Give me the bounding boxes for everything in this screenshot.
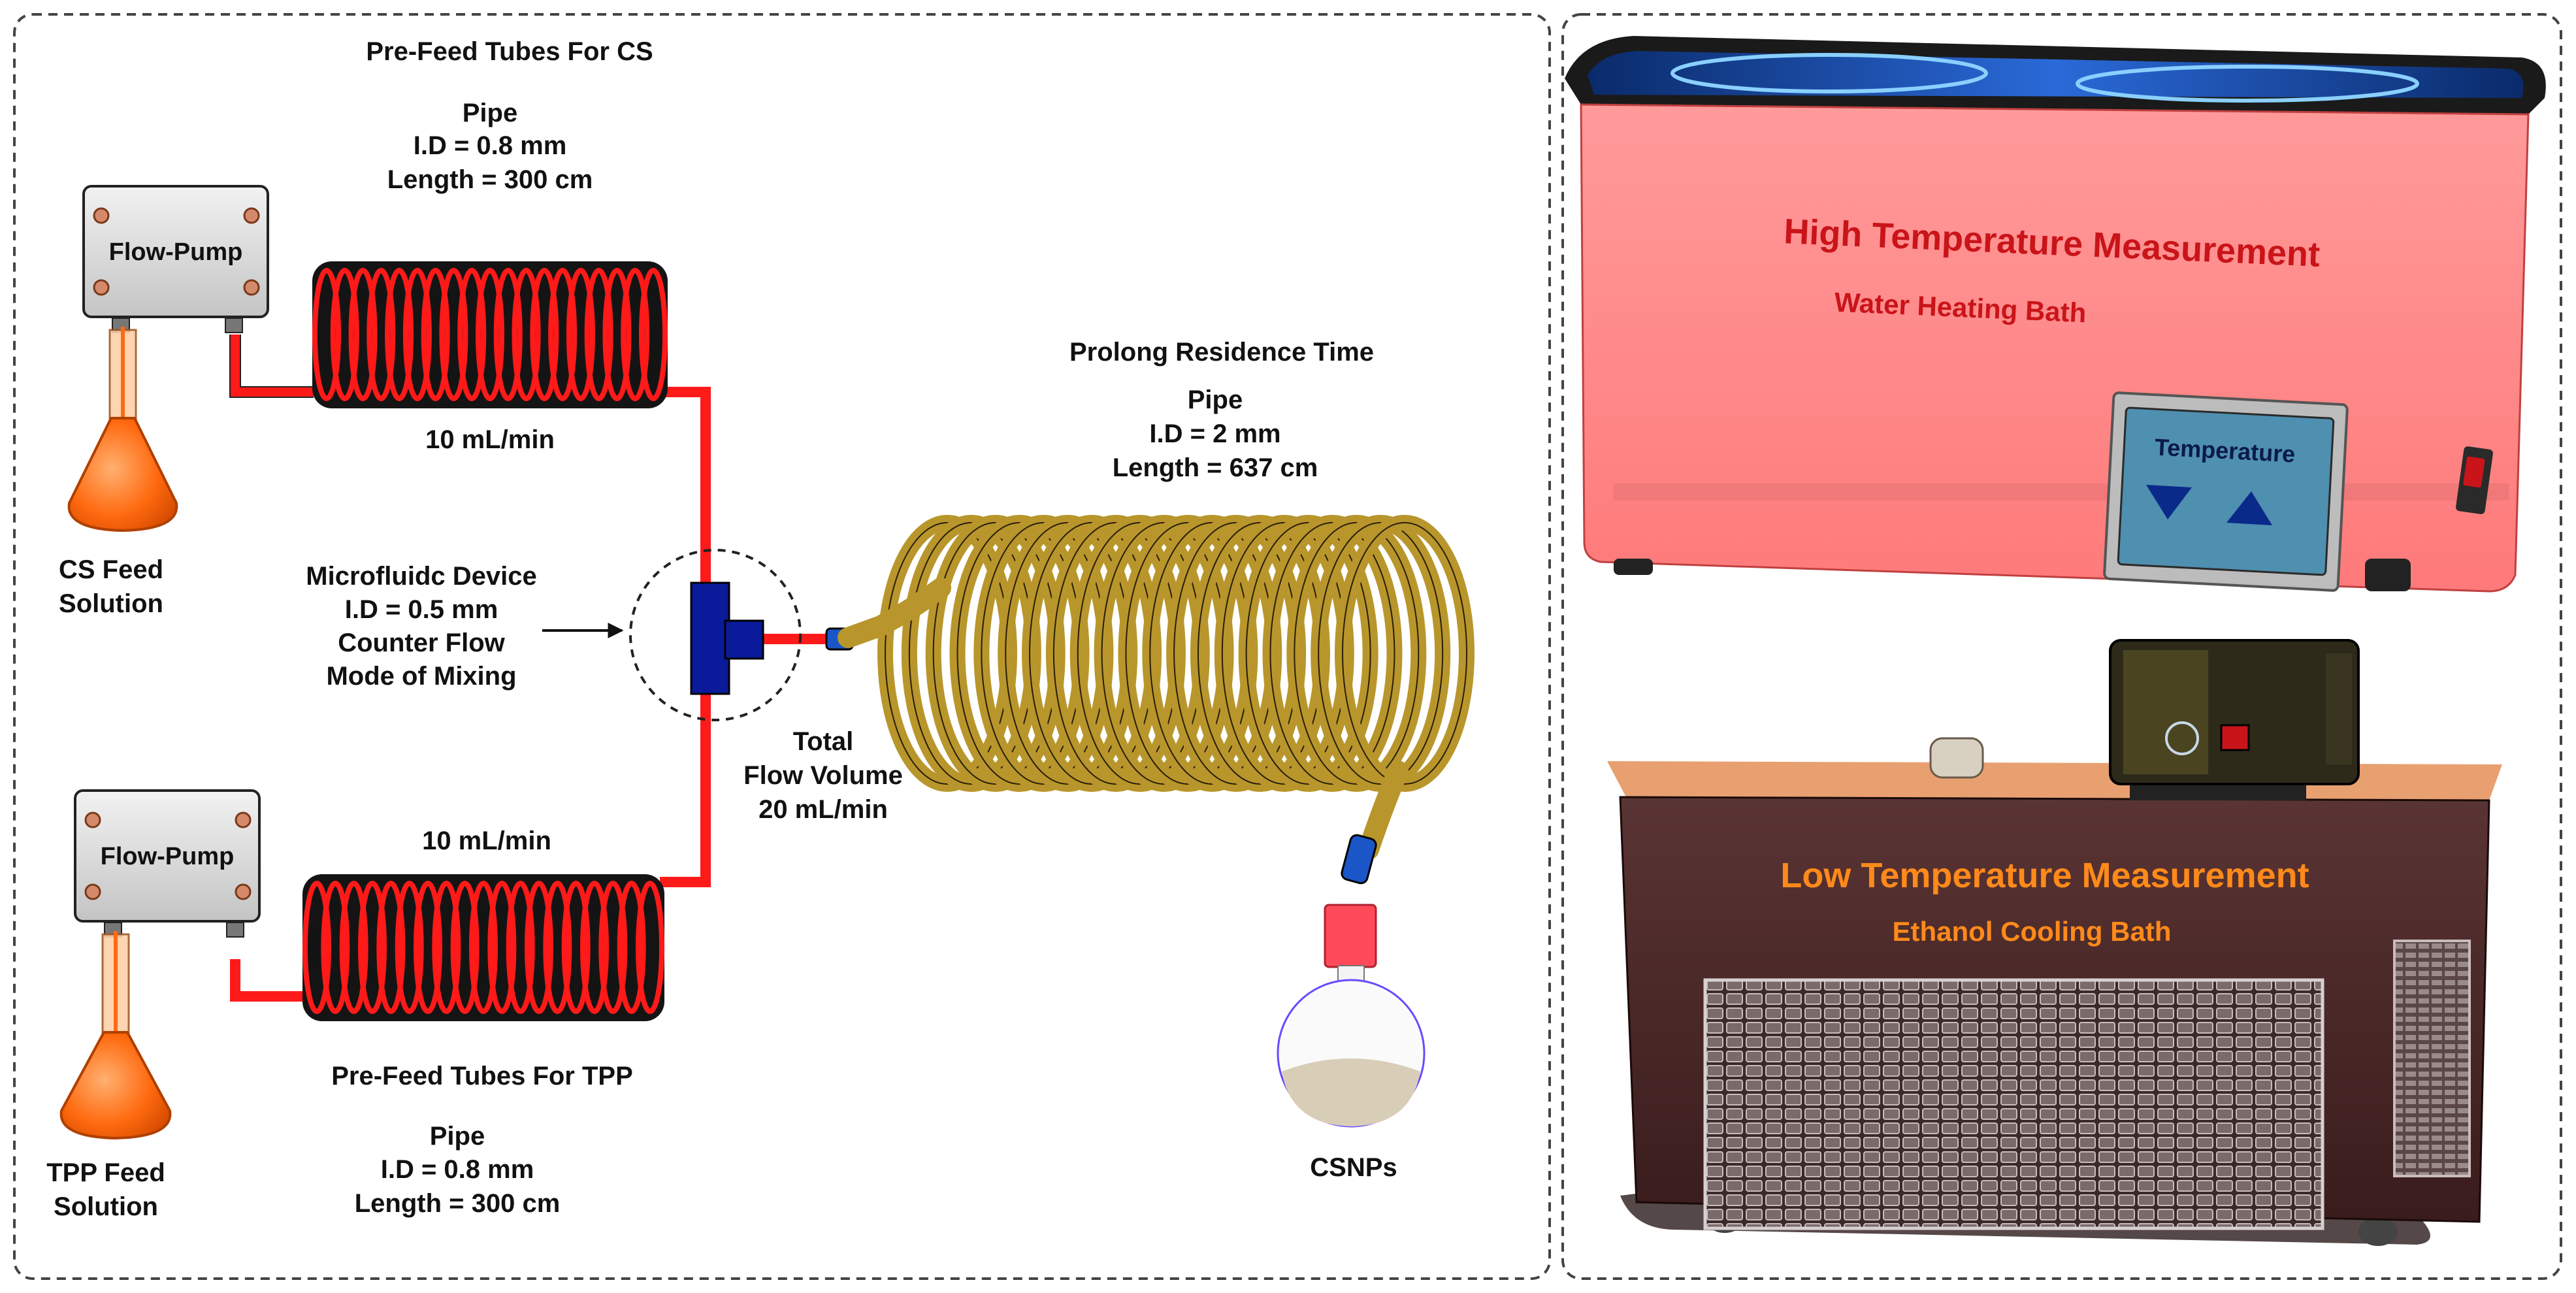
coil-ring (530, 268, 559, 401)
temperature-control-panel (2103, 391, 2349, 592)
coil-ring (598, 881, 628, 1014)
left-panel-border (13, 13, 1551, 1280)
coil-ring (432, 881, 461, 1014)
top-pipe-id: I.D = 0.8 mm (414, 131, 567, 160)
residence-pipe-label: Pipe (1188, 385, 1243, 414)
top-pipe-label: Pipe (463, 99, 517, 127)
coil-ring (506, 881, 535, 1014)
right-panel-border (1561, 13, 2562, 1280)
bottom-pipe-label: Pipe (430, 1122, 485, 1151)
bottom-prefeed-coil (302, 874, 664, 1021)
coil-ring (348, 268, 378, 401)
residence-title: Prolong Residence Time (1069, 338, 1374, 367)
top-pump-label: Flow-Pump (109, 238, 243, 266)
top-prefeed-labels: Pre-Feed Tubes For CS Pipe I.D = 0.8 mm … (59, 37, 653, 618)
coil-ring (321, 881, 350, 1014)
total-flow-line1: Total (793, 727, 854, 756)
coil-ring (439, 268, 468, 401)
coil-ring (476, 268, 504, 401)
coil-ring (636, 881, 664, 1014)
cs-feed-flask (67, 327, 178, 532)
residence-coil-outline (1342, 522, 1467, 785)
top-flow-pump (82, 185, 269, 333)
temperature-up-icon (2226, 491, 2272, 525)
coil-ring (376, 881, 406, 1014)
coil-ring (487, 881, 517, 1014)
coil-ring (402, 268, 432, 401)
residence-time-coil (838, 515, 1475, 885)
cs-feed-label-line1: CS Feed (59, 555, 163, 584)
bottom-pump-label: Flow-Pump (101, 843, 235, 870)
coil-ring (358, 881, 387, 1014)
coil-ring (617, 881, 646, 1014)
coil-ring (580, 881, 609, 1014)
total-flow-line2: Flow Volume (743, 761, 903, 790)
residence-coil-outline (1245, 522, 1371, 785)
coil-ring (621, 268, 650, 401)
csnps-label: CSNPs (1310, 1153, 1397, 1182)
residence-coil-outline (1294, 522, 1420, 785)
cold-bath-subtitle: Ethanol Cooling Bath (1893, 916, 2172, 947)
cold-bath-title: Low Temperature Measurement (1780, 856, 2309, 895)
bottom-flow-pump (74, 789, 261, 938)
coil-ring (302, 881, 331, 1014)
coil-ring (330, 268, 359, 401)
device-label-line4: Mode of Mixing (326, 662, 516, 691)
coil-ring (421, 268, 450, 401)
residence-labels: Prolong Residence Time Pipe I.D = 2 mm L… (1069, 338, 1374, 482)
temperature-down-icon (2146, 485, 2192, 519)
residence-coil-outline (1269, 522, 1395, 785)
top-pipe-length: Length = 300 cm (387, 165, 593, 194)
bottom-prefeed-labels: 10 mL/min Pre-Feed Tubes For TPP Pipe I.… (46, 827, 633, 1221)
cooling-controller-unit (2109, 639, 2360, 800)
tpp-feed-flask (59, 931, 172, 1140)
coil-ring (339, 881, 368, 1014)
coil-ring (543, 881, 572, 1014)
device-labels: Microfluidc Device I.D = 0.5 mm Counter … (306, 562, 536, 691)
total-flow-line3: 20 mL/min (758, 795, 888, 824)
device-label-line1: Microfluidc Device (306, 562, 536, 591)
coil-ring (525, 881, 553, 1014)
coil-ring (493, 268, 523, 401)
bottom-flow-rate: 10 mL/min (422, 827, 551, 855)
top-prefeed-coil (312, 261, 668, 408)
ethanol-cooling-bath (1607, 737, 2502, 1246)
coil-ring (512, 268, 541, 401)
coil-ring (602, 268, 632, 401)
top-flow-rate: 10 mL/min (425, 425, 555, 454)
bottom-pipe-id: I.D = 0.8 mm (381, 1155, 534, 1184)
coil-ring (548, 268, 578, 401)
coil-ring (367, 268, 396, 401)
coil-ring (395, 881, 424, 1014)
total-flow-labels: Total Flow Volume 20 mL/min (743, 727, 903, 824)
residence-pipe-id: I.D = 2 mm (1149, 419, 1280, 448)
tpp-feed-label-line1: TPP Feed (46, 1158, 165, 1187)
coil-ring (385, 268, 414, 401)
device-label-line3: Counter Flow (338, 629, 505, 657)
coil-ring (469, 881, 498, 1014)
csnps-flask (1277, 904, 1426, 1128)
coil-ring (457, 268, 487, 401)
coil-ring (561, 881, 591, 1014)
coil-ring (312, 268, 341, 401)
red-tubing-outline (229, 335, 314, 398)
cs-feed-label-line2: Solution (59, 589, 163, 618)
tpp-feed-label-line2: Solution (54, 1192, 158, 1221)
residence-pipe-length: Length = 637 cm (1113, 453, 1318, 482)
top-prefeed-title: Pre-Feed Tubes For CS (366, 37, 653, 66)
device-label-line2: I.D = 0.5 mm (345, 595, 498, 624)
coil-ring (584, 268, 613, 401)
residence-coil-outline (1318, 522, 1444, 785)
bottom-prefeed-title: Pre-Feed Tubes For TPP (331, 1062, 633, 1090)
coil-ring (414, 881, 442, 1014)
coil-ring (639, 268, 668, 401)
bottom-pipe-length: Length = 300 cm (355, 1189, 561, 1218)
coil-ring (450, 881, 480, 1014)
coil-ring (566, 268, 595, 401)
